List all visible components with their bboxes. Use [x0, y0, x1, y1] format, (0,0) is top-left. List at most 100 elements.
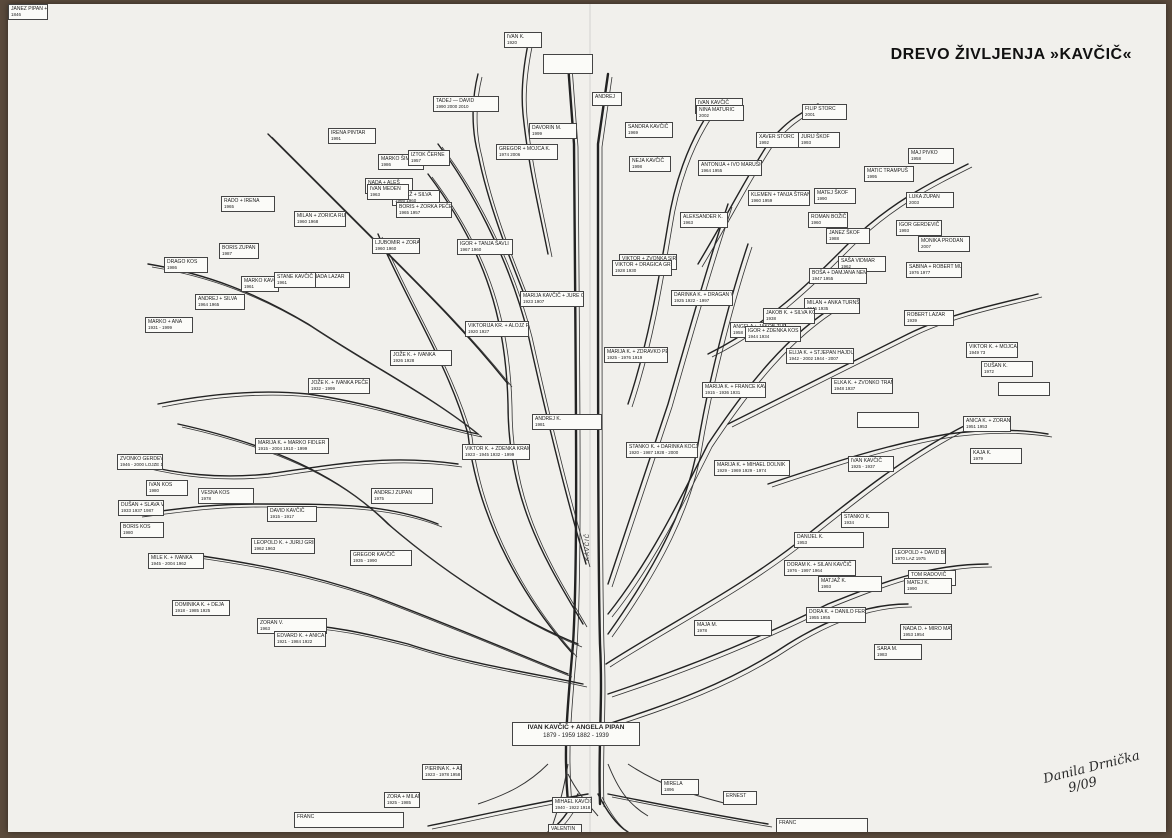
person-dates: 1935 - 1990: [353, 558, 378, 563]
branch-line: [607, 793, 769, 825]
person-box: ANDREJ: [592, 92, 622, 106]
person-name: MATIC TRAMPUŠ: [867, 168, 908, 174]
person-box: [857, 412, 919, 428]
person-name: MARIJA KAVČIČ + JURE GOLOB: [523, 293, 583, 299]
person-dates: 1980: [149, 488, 160, 493]
person-name: JANEZ PIPAN + URŠULA STANTIČ: [11, 6, 48, 12]
person-name: IVAN KOS: [149, 482, 173, 488]
person-dates: 1964 1955: [701, 168, 723, 173]
branch-line-outline: [525, 46, 553, 258]
branch-line-outline: [701, 106, 823, 268]
person-dates: 1962: [841, 264, 852, 269]
person-name: IVAN KAVČIČ: [698, 100, 729, 106]
person-dates: 1945 1935: [807, 306, 829, 311]
person-name: EDVARD K. + ANICA TUNT: [277, 633, 325, 639]
branch-line-outline: [161, 394, 483, 438]
person-box: LEOPOLD + DAVID BIRSA1970 LAZ 1975: [892, 548, 946, 564]
branch-line: [596, 72, 610, 806]
person-dates: 1963: [683, 220, 694, 225]
person-dates: 1915 - 2004 1910 - 1999: [258, 446, 308, 451]
person-box: MAJA M.1978: [694, 620, 772, 636]
person-dates: 1961: [277, 280, 288, 285]
branch-line-outline: [601, 76, 613, 808]
person-name: MILAN + ZORICA RUPNIK: [297, 213, 346, 219]
person-dates: 1970 LAZ 1975: [895, 556, 926, 561]
person-dates: 1979: [973, 456, 984, 461]
person-box: MATJAŽ K.1993: [818, 576, 882, 592]
branch-line: [521, 43, 549, 255]
branch-line: [727, 293, 1039, 425]
person-name: NINA MATURIC: [699, 107, 735, 113]
person-name: DAVID KAVČIČ: [270, 508, 305, 514]
person-dates: 1925 - 1985: [387, 800, 412, 805]
person-dates: 1923 - 1945 1932 - 1999: [465, 452, 515, 457]
branch-line-outline: [611, 246, 753, 638]
person-name: DOMINIKA K. + DEJA: [175, 602, 225, 608]
branch-line-outline: [381, 236, 578, 658]
person-name: STANE KAVČIČ: [277, 274, 313, 280]
person-dates: 1933 1937 1987: [121, 508, 154, 513]
person-name: ANDREJ ZUPAN: [374, 490, 412, 496]
person-name: IGOR GERDEVIČ: [899, 222, 940, 228]
person-dates: 1974 2006: [499, 152, 521, 157]
person-box: VALENTIN1892 - 1911: [548, 824, 582, 832]
person-dates: 1920 - 1987 1928 - 2000: [629, 450, 679, 455]
branch-line-outline: [611, 606, 913, 728]
person-name: BORIS + ZORKA PEČE: [399, 204, 452, 210]
person-name: MATEJ K.: [907, 580, 930, 586]
person-box: IVAN K.1920: [504, 32, 542, 48]
person-dates: 1966 1960: [395, 198, 417, 203]
person-dates: 1931 - 1999: [148, 325, 173, 330]
person-name: VALENTIN: [551, 826, 576, 832]
branch-line: [607, 603, 909, 725]
person-name: SARA M.: [877, 646, 898, 652]
person-dates: 1928 1930: [615, 268, 637, 273]
person-dates: 1896: [664, 787, 675, 792]
person-dates: 1947 1955: [812, 276, 834, 281]
person-name: DARINKA K. + DRAGAN VERHNIK: [674, 292, 732, 298]
person-box: FRANC: [294, 812, 404, 828]
person-dates: 1915 - 1917: [270, 514, 295, 519]
person-name: DANIJEL K.: [797, 534, 824, 540]
person-name: ELKA K. + ZVONKO TRAMPUŠ: [834, 380, 892, 386]
person-dates: 1975: [374, 496, 385, 501]
person-name: ZORA + MILAN: [387, 794, 420, 800]
person-box: DUŠAN K.1972: [981, 361, 1033, 377]
person-dates: 1983: [877, 652, 888, 657]
person-dates: 1990: [907, 586, 918, 591]
person-name: SAŠA VIDMAR: [841, 258, 875, 264]
person-name: ELIJA K. + STJEPAN HAJDUK: [789, 350, 854, 356]
person-name: NADA + ALEŠ: [368, 180, 400, 186]
person-dates: 2007: [921, 244, 932, 249]
page-title: DREVO ŽIVLJENJA »KAVČIČ«: [890, 46, 1132, 63]
person-name: ALEKSANDER K.: [683, 214, 723, 220]
person-dates: 1938: [766, 316, 777, 321]
person-box: [543, 54, 593, 74]
branch-line: [137, 459, 459, 477]
person-dates: 1976 1977: [909, 270, 931, 275]
person-name: FRANC: [297, 814, 315, 820]
trunk-couple-names: IVAN KAVČIČ + ANGELA PIPAN: [527, 724, 625, 731]
person-box: JANEZ PIPAN + URŠULA STANTIČ1846: [8, 4, 48, 20]
person-name: NADA D. + MIRO MAVRIČ: [903, 626, 951, 632]
